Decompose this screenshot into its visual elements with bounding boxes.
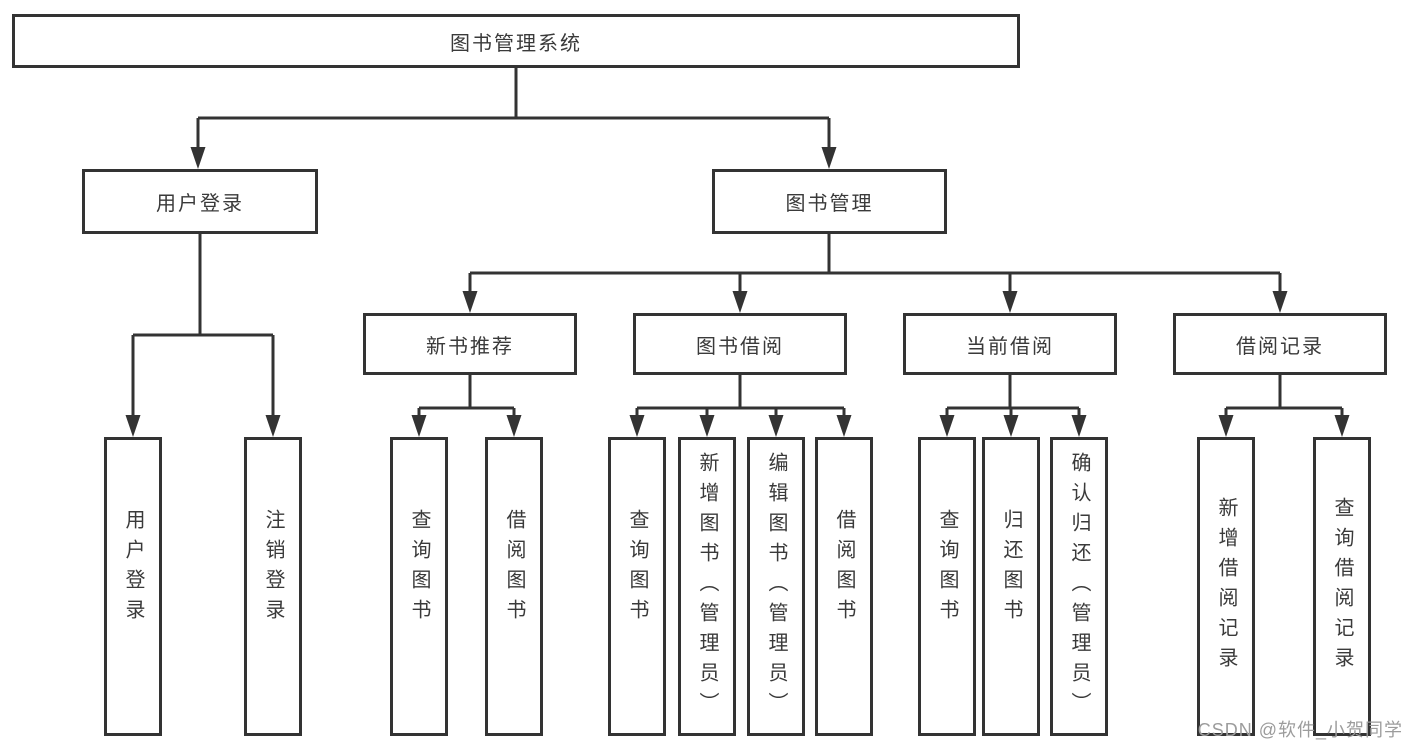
leaf-query-book-2: 查询图书	[608, 437, 666, 736]
leaf-add-book-admin-label: 新增图书（管理员）	[696, 451, 718, 722]
node-current-borrowing-label: 当前借阅	[966, 335, 1054, 358]
leaf-query-book-2-label: 查询图书	[626, 508, 648, 629]
leaf-query-borrow-record-label: 查询借阅记录	[1331, 496, 1353, 677]
leaf-add-borrow-record-label: 新增借阅记录	[1215, 496, 1237, 677]
node-current-borrowing: 当前借阅	[903, 313, 1117, 375]
node-book-borrowing-label: 图书借阅	[696, 335, 784, 358]
leaf-logout: 注销登录	[244, 437, 302, 736]
node-book-management: 图书管理	[712, 169, 947, 234]
node-book-borrowing: 图书借阅	[633, 313, 847, 375]
node-user-login-label: 用户登录	[156, 193, 244, 215]
leaf-edit-book-admin-label: 编辑图书（管理员）	[765, 451, 787, 722]
leaf-query-book-1: 查询图书	[390, 437, 448, 736]
leaf-query-book-1-label: 查询图书	[408, 508, 430, 629]
tree-edges	[131, 68, 1344, 418]
node-user-login: 用户登录	[82, 169, 318, 234]
leaf-return-book: 归还图书	[982, 437, 1040, 736]
arrowheads	[125, 147, 1350, 437]
leaf-user-login-label: 用户登录	[122, 508, 144, 629]
leaf-borrow-book-1-label: 借阅图书	[503, 508, 525, 629]
leaf-add-book-admin: 新增图书（管理员）	[678, 437, 736, 736]
node-new-book-recommend: 新书推荐	[363, 313, 577, 375]
leaf-user-login: 用户登录	[104, 437, 162, 736]
node-root-label: 图书管理系统	[450, 32, 582, 55]
node-borrow-records-label: 借阅记录	[1236, 335, 1324, 358]
leaf-confirm-return-admin-label: 确认归还（管理员）	[1068, 451, 1090, 722]
leaf-borrow-book-2: 借阅图书	[815, 437, 873, 736]
leaf-borrow-book-2-label: 借阅图书	[833, 508, 855, 629]
node-root: 图书管理系统	[12, 14, 1020, 68]
node-book-management-label: 图书管理	[785, 193, 874, 215]
leaf-borrow-book-1: 借阅图书	[485, 437, 543, 736]
node-borrow-records: 借阅记录	[1173, 313, 1387, 375]
leaf-add-borrow-record: 新增借阅记录	[1197, 437, 1255, 736]
node-new-book-recommend-label: 新书推荐	[426, 335, 514, 358]
leaf-query-book-3-label: 查询图书	[936, 508, 958, 629]
leaf-return-book-label: 归还图书	[1000, 508, 1022, 629]
leaf-query-book-3: 查询图书	[918, 437, 976, 736]
watermark: CSDN @软件_小贺同学	[1197, 720, 1403, 740]
leaf-edit-book-admin: 编辑图书（管理员）	[747, 437, 805, 736]
leaf-confirm-return-admin: 确认归还（管理员）	[1050, 437, 1108, 736]
leaf-query-borrow-record: 查询借阅记录	[1313, 437, 1371, 736]
leaf-logout-label: 注销登录	[262, 508, 284, 629]
